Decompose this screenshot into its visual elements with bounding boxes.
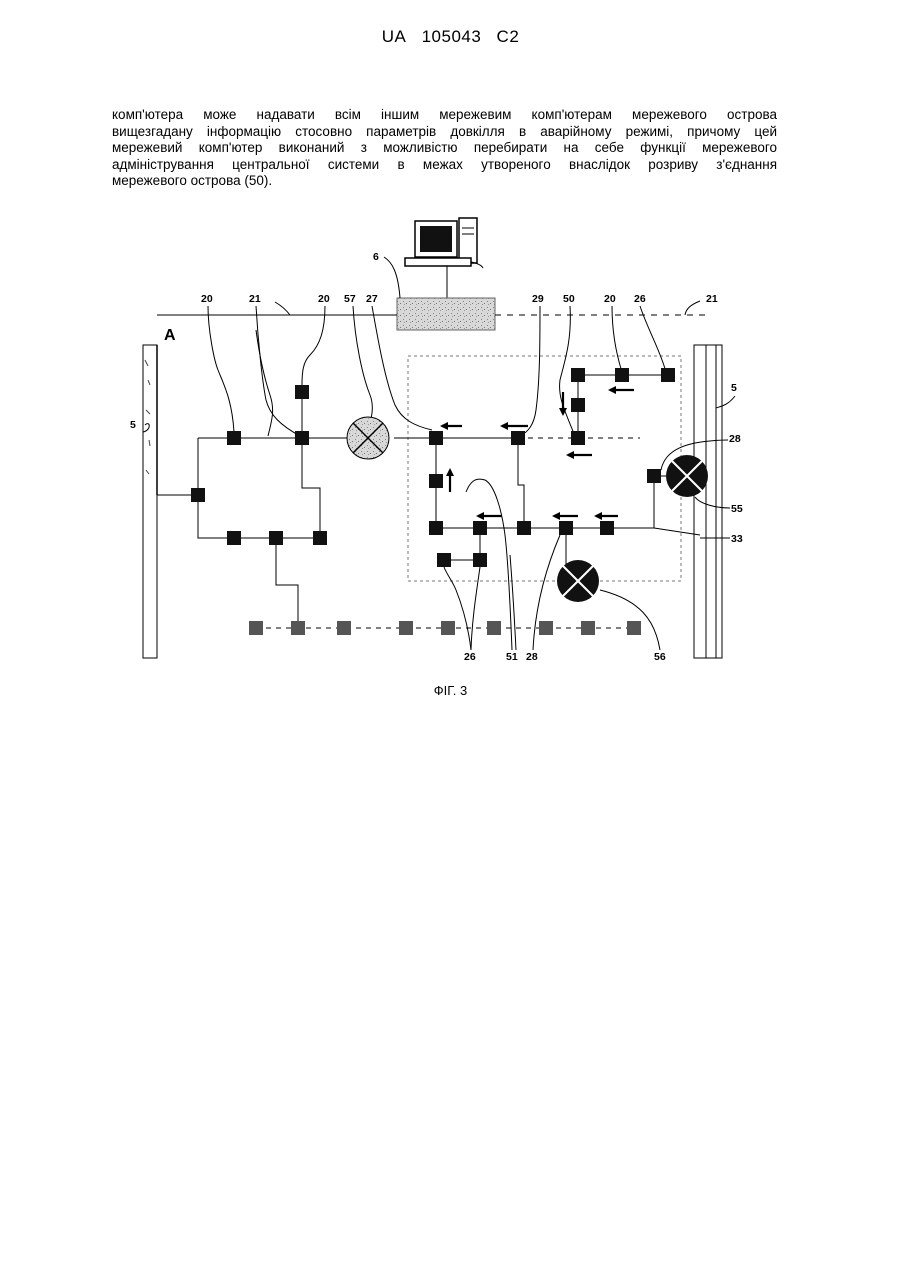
label-20: 20 <box>604 293 616 305</box>
label-20: 20 <box>201 293 213 305</box>
lamp-56 <box>557 560 599 602</box>
computer-icon <box>405 218 483 298</box>
central-server <box>397 298 495 330</box>
label-28: 28 <box>729 433 741 445</box>
network-island-50 <box>408 356 681 581</box>
label-57: 57 <box>344 293 356 305</box>
label-5: 5 <box>130 419 136 431</box>
label-51: 51 <box>506 651 518 663</box>
label-21: 21 <box>706 293 718 305</box>
network-nodes <box>191 368 675 567</box>
label-29: 29 <box>532 293 544 305</box>
label-27: 27 <box>366 293 378 305</box>
label-A: A <box>164 327 176 344</box>
network-figure: 6 20 21 20 57 27 29 50 20 26 21 A 5 5 28… <box>0 0 901 700</box>
label-26: 26 <box>464 651 476 663</box>
label-56: 56 <box>654 651 666 663</box>
label-33: 33 <box>731 533 743 545</box>
label-50: 50 <box>563 293 575 305</box>
lamp-57 <box>347 417 389 459</box>
label-5: 5 <box>731 382 737 394</box>
label-28: 28 <box>526 651 538 663</box>
figure-caption: ФІГ. 3 <box>0 683 901 698</box>
lamp-55 <box>666 455 708 497</box>
label-21: 21 <box>249 293 261 305</box>
label-6: 6 <box>373 251 379 263</box>
label-26: 26 <box>634 293 646 305</box>
flow-arrows <box>442 390 634 516</box>
label-20: 20 <box>318 293 330 305</box>
label-55: 55 <box>731 503 743 515</box>
